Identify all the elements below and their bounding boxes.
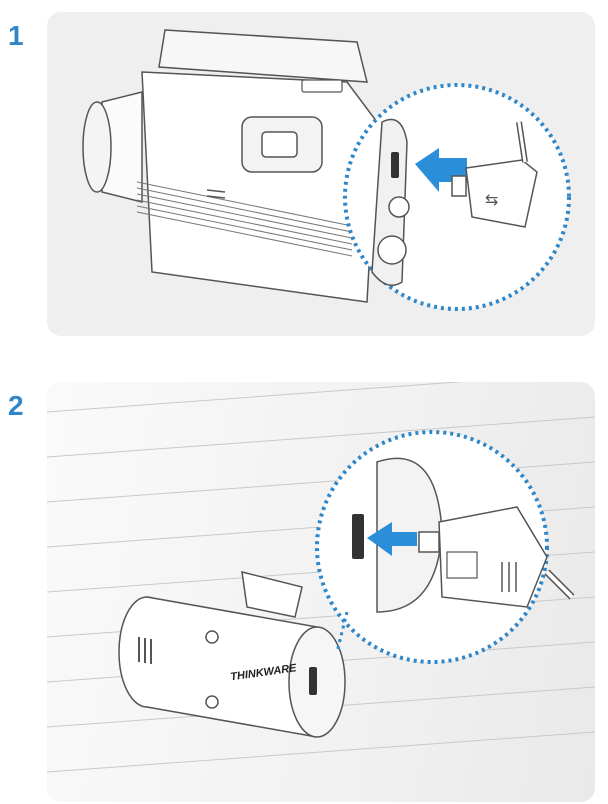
- dash-cam-illustration: ⇆: [82, 29, 571, 311]
- rear-usb-port-icon: [309, 667, 317, 695]
- insert-arrow-icon-2: [367, 522, 417, 556]
- step-number-1: 1: [8, 20, 24, 51]
- rear-camera-body: THINKWARE: [118, 571, 346, 738]
- rear-camera-illustration: THINKWARE: [47, 382, 595, 773]
- step-number-2: 2: [8, 390, 24, 421]
- zoom-detail-circle: ⇆: [343, 83, 571, 311]
- usb-plug: ⇆: [451, 121, 538, 228]
- step-1-illustration-panel: ⇆: [47, 12, 595, 336]
- dash-cam-body: [136, 29, 378, 303]
- vent-slots: [138, 637, 152, 664]
- lens-barrel: [82, 91, 143, 203]
- mini-usb-port-icon: [352, 514, 364, 559]
- step-2-illustration-panel: THINKWARE: [47, 382, 595, 802]
- usb-port-icon: [391, 152, 399, 178]
- svg-text:⇆: ⇆: [485, 190, 498, 209]
- mini-usb-plug: [418, 506, 575, 608]
- zoom-detail-circle-2: [315, 430, 575, 664]
- vent-grille: [136, 181, 353, 257]
